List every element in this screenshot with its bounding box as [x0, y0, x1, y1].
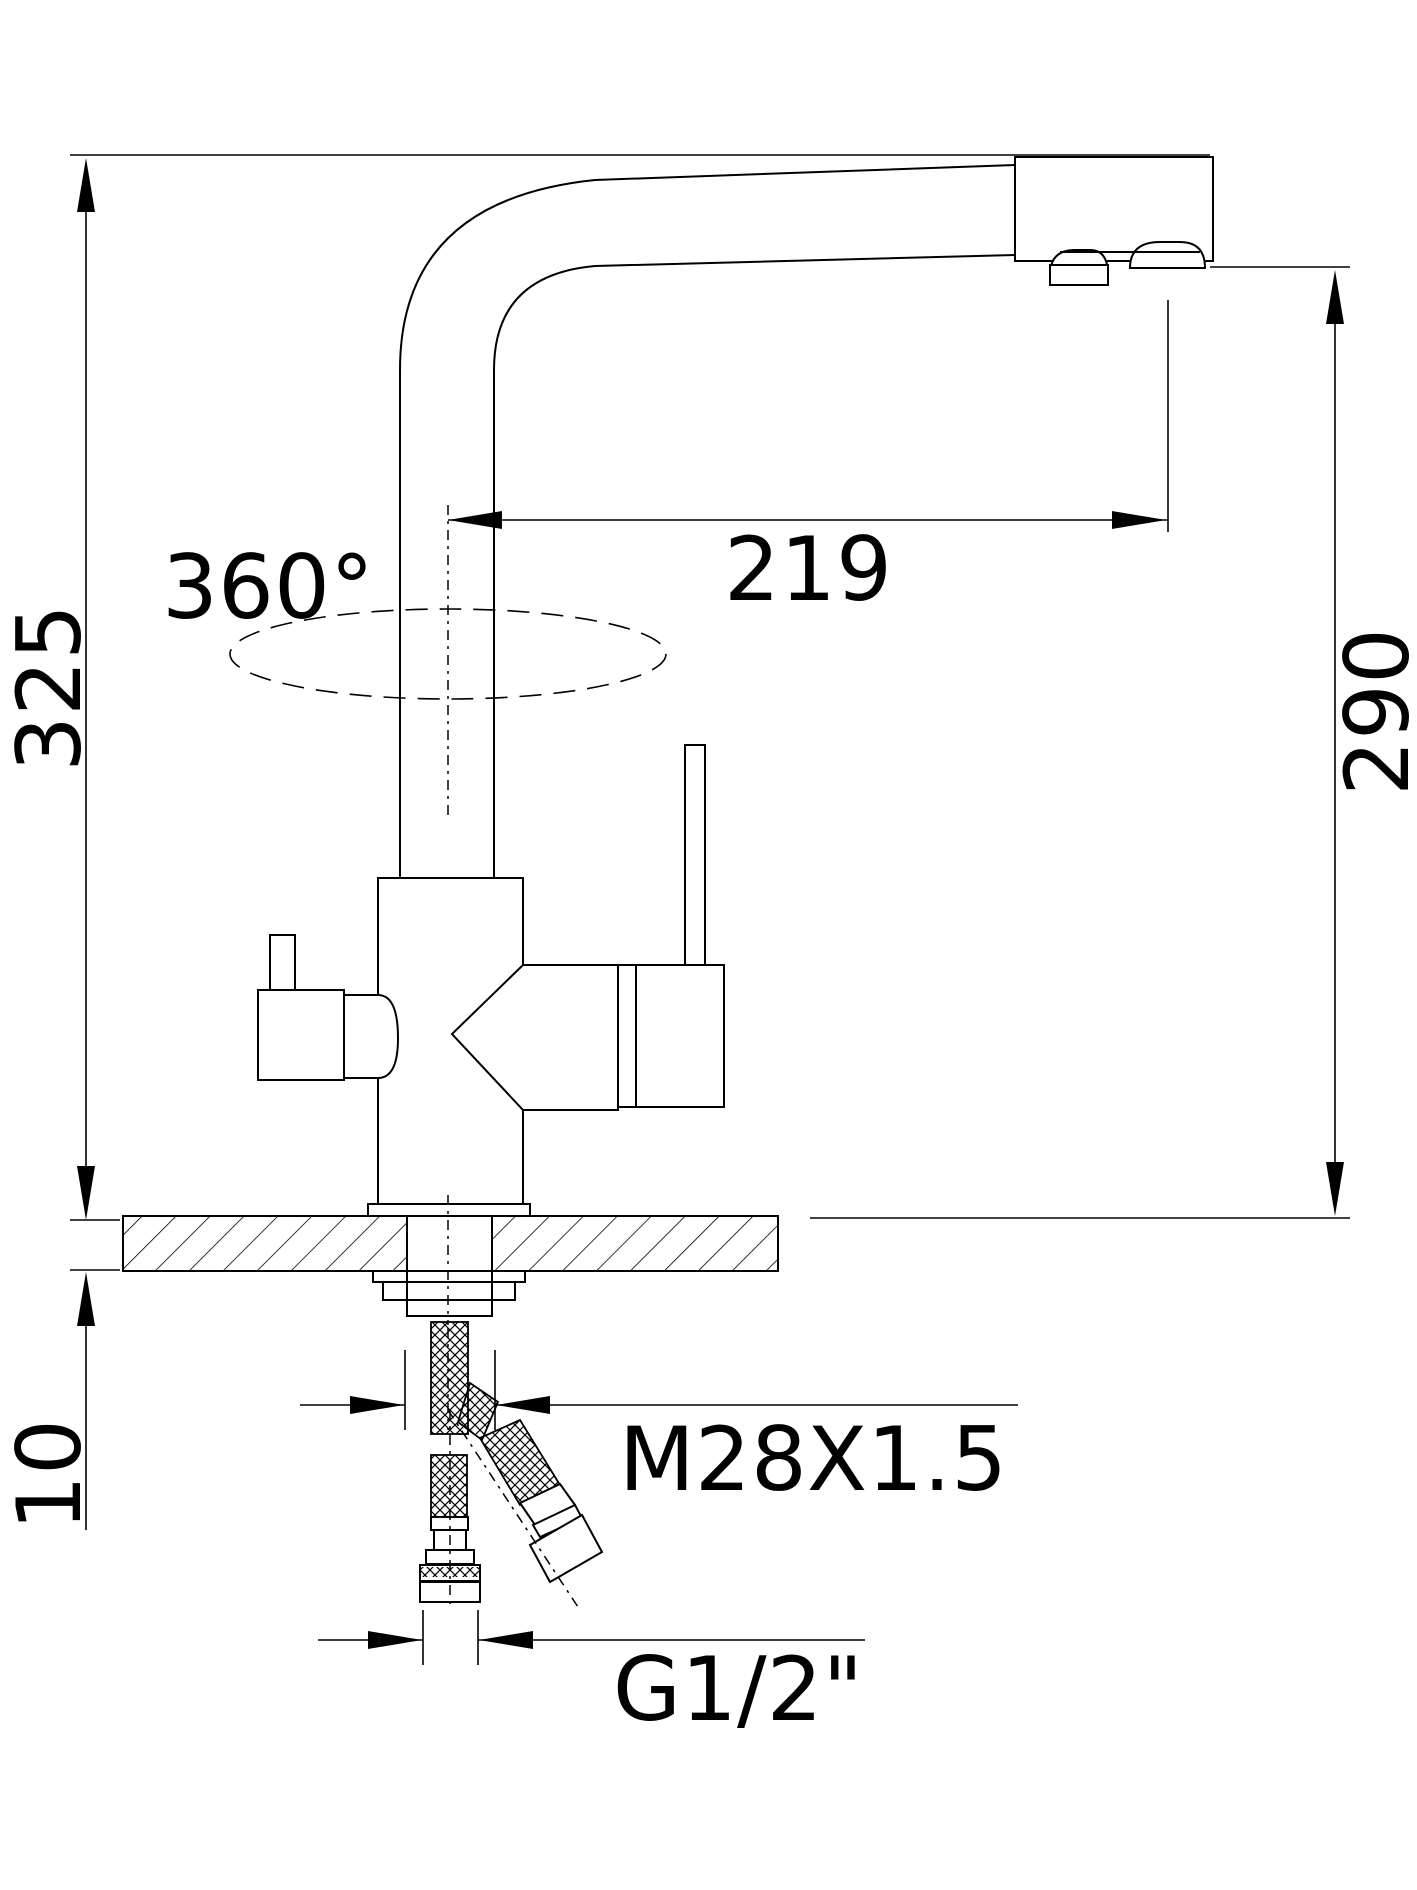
- total-height-label: 325: [0, 604, 101, 772]
- spout-reach-dimension: [448, 300, 1169, 532]
- rotation-label: 360°: [162, 536, 374, 639]
- supply-hoses: [419, 1321, 604, 1603]
- faucet-outline: [257, 156, 1214, 1217]
- thread-label: M28X1.5: [619, 1408, 1007, 1511]
- connection-dimension: [318, 1610, 865, 1665]
- spout-reach-label: 219: [724, 518, 892, 621]
- spout-height-dimension: [810, 266, 1350, 1219]
- deck-thickness-dimension: [70, 1269, 120, 1530]
- deck-thickness-label: 10: [0, 1419, 101, 1531]
- total-height-dimension: [70, 154, 1210, 1221]
- rotation-indicator: [229, 608, 667, 700]
- thread-dimension: [300, 1350, 1018, 1430]
- mounting-stud: [372, 1215, 526, 1317]
- spout-height-label: 290: [1326, 628, 1417, 796]
- connection-label: G1/2": [613, 1638, 863, 1741]
- center-lines: [447, 505, 581, 1611]
